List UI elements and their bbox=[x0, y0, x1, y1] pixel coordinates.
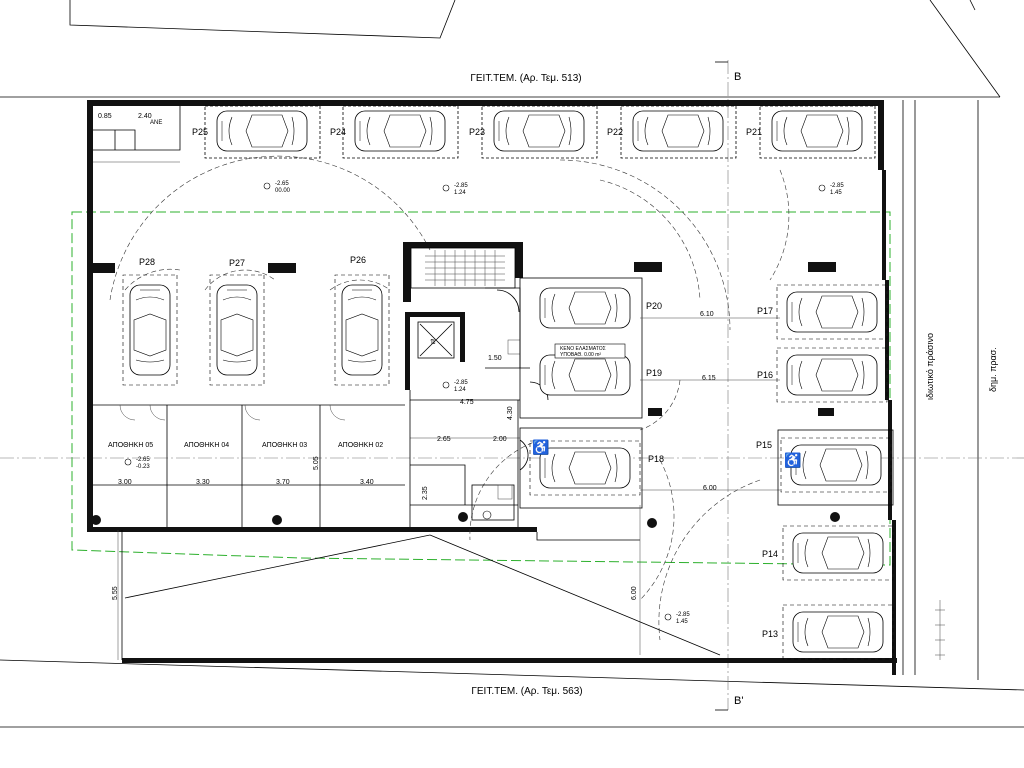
level-3-top: -2.85 bbox=[830, 183, 844, 189]
dim-600b: 6.00 bbox=[631, 586, 638, 600]
site-context bbox=[0, 0, 1024, 728]
parking-label-p23: P23 bbox=[469, 127, 485, 137]
ramp-area: 5.55 bbox=[112, 530, 721, 660]
dim-505: 5.05 bbox=[313, 456, 320, 470]
green-boundary-line bbox=[71, 211, 891, 566]
dim-610: 6.10 bbox=[700, 311, 714, 318]
public-path-label: δημ. πρασ. bbox=[988, 347, 998, 392]
dim-200: 2.00 bbox=[493, 436, 507, 443]
parking-label-p16: P16 bbox=[757, 370, 773, 380]
level-6-top: -2.85 bbox=[676, 612, 690, 618]
parking-label-p25: P25 bbox=[192, 127, 208, 137]
wheelchair-icon: ♿ bbox=[532, 439, 549, 456]
dim-150: 1.50 bbox=[488, 355, 502, 362]
level-2-top: -2.85 bbox=[454, 183, 468, 189]
dim-555: 5.55 bbox=[112, 586, 119, 600]
parking-label-p28: P28 bbox=[139, 257, 155, 267]
small-rooms: ΑΝΕ 0.85 2.40 bbox=[93, 106, 181, 163]
level-1-bottom: 00.00 bbox=[275, 188, 291, 194]
storage-03-label: ΑΠΟΘΗΚΗ 03 bbox=[262, 442, 307, 449]
storage-02-label: ΑΠΟΘΗΚΗ 02 bbox=[338, 442, 383, 449]
dim-240: 2.40 bbox=[138, 113, 152, 120]
empty-space-area: ΥΠΟΒΑΘ. 0.00 m² bbox=[560, 352, 601, 358]
parking-label-p24: P24 bbox=[330, 127, 346, 137]
dim-475: 4.75 bbox=[460, 399, 474, 406]
dim-370: 3.70 bbox=[276, 479, 290, 486]
parking-label-p22: P22 bbox=[607, 127, 623, 137]
parking-label-p21: P21 bbox=[746, 127, 762, 137]
stair-core: ⇅ 1.50 4.75 4.30 2.65 2.00 2.35 bbox=[403, 242, 549, 527]
parking-row-right: P17 P16 P15 P14 P13 ♿ bbox=[756, 285, 893, 659]
parking-label-p17: P17 bbox=[757, 306, 773, 316]
bottom-neighbor-label: ΓΕΙΤ.ΤΕΜ. (Αρ. Τεμ. 563) bbox=[471, 686, 582, 697]
level-2-bottom: 1.24 bbox=[454, 190, 466, 196]
parking-label-p27: P27 bbox=[229, 258, 245, 268]
turning-arcs bbox=[109, 155, 790, 641]
level-markers: -2.65 00.00 -2.85 1.24 -2.85 1.45 -2.85 … bbox=[124, 181, 844, 625]
elevator-glyph: ⇅ bbox=[430, 339, 436, 346]
outer-walls bbox=[87, 100, 897, 675]
wheelchair-icon-p15: ♿ bbox=[784, 452, 801, 469]
section-marker-bottom: B' bbox=[734, 695, 743, 707]
dim-600a: 6.00 bbox=[703, 485, 717, 492]
elevator-label: ΑΝΕ bbox=[150, 120, 162, 126]
dim-085: 0.85 bbox=[98, 113, 112, 120]
dim-300: 3.00 bbox=[118, 479, 132, 486]
private-green-label: ιδιωτικό πράσινο bbox=[925, 333, 935, 400]
dim-430: 4.30 bbox=[507, 406, 514, 420]
parking-label-p14: P14 bbox=[762, 549, 778, 559]
dim-340: 3.40 bbox=[360, 479, 374, 486]
parking-row-center: ΚΕΝΟ ΕΛΑΣΜΑΤΟΣ ΥΠΟΒΑΘ. 0.00 m² P20 P19 P… bbox=[519, 277, 780, 655]
parking-label-p19: P19 bbox=[646, 368, 662, 378]
parking-label-p13: P13 bbox=[762, 629, 778, 639]
parking-label-p20: P20 bbox=[646, 301, 662, 311]
dim-330: 3.30 bbox=[196, 479, 210, 486]
storage-04-label: ΑΠΟΘΗΚΗ 04 bbox=[184, 442, 229, 449]
dim-265: 2.65 bbox=[437, 436, 451, 443]
level-6-bottom: 1.45 bbox=[676, 619, 688, 625]
parking-label-p15: P15 bbox=[756, 440, 772, 450]
dim-235: 2.35 bbox=[422, 486, 429, 500]
level-4-top: -2.85 bbox=[454, 380, 468, 386]
level-5-top: -2.65 bbox=[136, 457, 150, 463]
level-5-bottom: -0.23 bbox=[136, 464, 150, 470]
storage-05-label: ΑΠΟΘΗΚΗ 05 bbox=[108, 442, 153, 449]
parking-label-p26: P26 bbox=[350, 255, 366, 265]
level-4-bottom: 1.24 bbox=[454, 387, 466, 393]
top-neighbor-label: ΓΕΙΤ.ΤΕΜ. (Αρ. Τεμ. 513) bbox=[470, 73, 581, 84]
parking-row-top: P25 P24 P23 P22 P21 bbox=[192, 105, 876, 159]
empty-space-label: ΚΕΝΟ ΕΛΑΣΜΑΤΟΣ bbox=[560, 346, 606, 352]
dim-615: 6.15 bbox=[702, 375, 716, 382]
storage-rooms: ΑΠΟΘΗΚΗ 05 ΑΠΟΘΗΚΗ 04 ΑΠΟΘΗΚΗ 03 ΑΠΟΘΗΚΗ… bbox=[93, 404, 405, 527]
parking-label-p18: P18 bbox=[648, 454, 664, 464]
section-marker-top: B bbox=[734, 71, 741, 83]
parking-row-left: P28 P27 P26 bbox=[123, 255, 389, 385]
level-3-bottom: 1.45 bbox=[830, 190, 842, 196]
level-1-top: -2.65 bbox=[275, 181, 289, 187]
columns bbox=[91, 512, 840, 528]
